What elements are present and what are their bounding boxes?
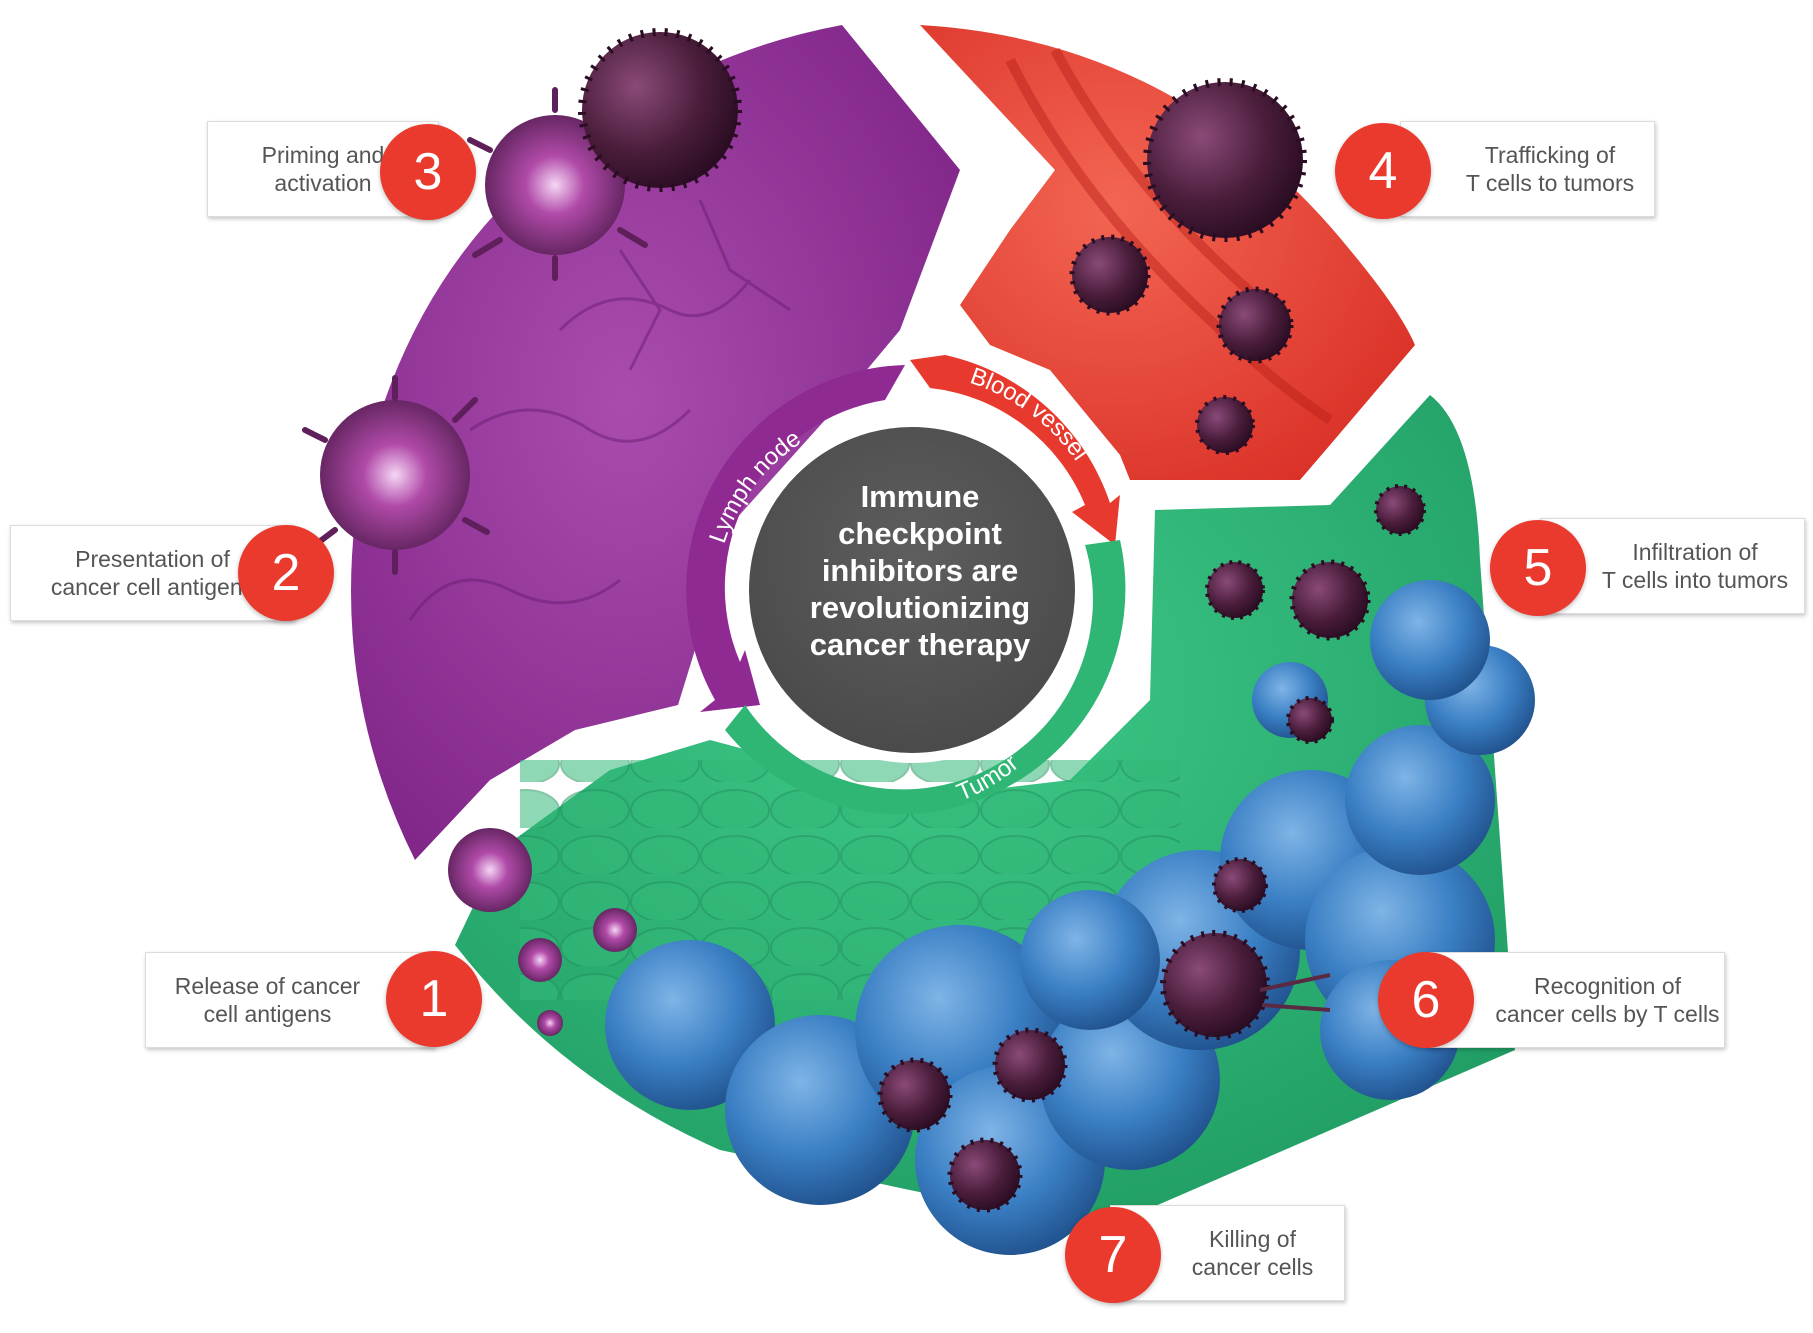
step-5-badge: 5	[1490, 520, 1586, 616]
cancer-cell	[1370, 580, 1490, 700]
t-cell	[1216, 286, 1294, 364]
tumor-tissue-texture	[520, 760, 1180, 1000]
step-3-line-1: Priming and	[261, 142, 385, 168]
step-6-label: Recognition of cancer cells by T cells	[1430, 952, 1725, 1048]
step-7-label: Killing of cancer cells	[1110, 1205, 1345, 1301]
center-disc	[739, 417, 1085, 763]
t-cell	[947, 1137, 1023, 1213]
center-title-line-4: revolutionizing	[809, 590, 1031, 625]
step-5-line-2: T cells into tumors	[1601, 567, 1789, 593]
step-7-line-1: Killing of	[1209, 1226, 1296, 1252]
t-cell	[1205, 560, 1265, 620]
center-title-line-1: Immune	[860, 479, 980, 514]
t-cells	[578, 28, 1426, 1213]
step-1-line-2: cell antigens	[203, 1001, 332, 1027]
dendritic-cell	[448, 828, 637, 1036]
step-6-badge: 6	[1378, 952, 1474, 1048]
t-cell	[1289, 559, 1371, 641]
blood-vessel-wall	[1005, 47, 1333, 425]
center-title-line-3: inhibitors are	[821, 553, 1019, 588]
step-4-badge: 4	[1335, 123, 1431, 219]
step-7-badge: 7	[1065, 1207, 1161, 1303]
lymph-node-texture	[408, 199, 791, 621]
t-cell	[877, 1057, 953, 1133]
step-1-line-1: Release of cancer	[174, 973, 361, 999]
step-6-line-1: Recognition of	[1533, 973, 1682, 999]
blood-vessel-segment	[920, 25, 1415, 480]
tumor-ring-arc	[725, 540, 1126, 815]
center-title-line-2: checkpoint	[838, 516, 1002, 551]
step-3-badge: 3	[380, 124, 476, 220]
t-cell	[992, 1027, 1068, 1103]
step-1-badge: 1	[386, 951, 482, 1047]
cancer-cell-cluster	[605, 580, 1535, 1255]
cancer-cell	[1020, 890, 1160, 1030]
t-cell	[1212, 857, 1268, 913]
center-title: Immune checkpoint inhibitors are revolut…	[755, 478, 1085, 663]
cancer-cell	[1345, 725, 1495, 875]
step-2-line-2: cancer cell antigens	[50, 574, 255, 600]
step-2-badge: 2	[238, 525, 334, 621]
t-cell	[578, 28, 742, 192]
t-cell	[1195, 395, 1255, 455]
center-title-line-5: cancer therapy	[809, 627, 1031, 662]
t-cell	[1069, 234, 1151, 316]
step-2-line-1: Presentation of	[75, 546, 230, 572]
step-4-line-2: T cells to tumors	[1465, 170, 1635, 196]
t-cell	[1286, 696, 1334, 744]
step-4-line-1: Trafficking of	[1484, 142, 1616, 168]
step-4-label: Trafficking of T cells to tumors	[1400, 121, 1655, 217]
dendritic-cell	[302, 375, 490, 575]
lymph-node-ring-arc	[686, 365, 905, 712]
cancer-cell	[605, 940, 775, 1110]
t-cell	[1143, 78, 1307, 242]
blood-vessel-ring-arc	[910, 355, 1120, 545]
t-cell	[1160, 930, 1270, 1040]
step-7-line-2: cancer cells	[1191, 1254, 1314, 1280]
step-3-line-2: activation	[274, 170, 372, 196]
lymph-node-segment	[351, 25, 960, 860]
step-5-line-1: Infiltration of	[1632, 539, 1758, 565]
t-cell	[1374, 484, 1426, 536]
step-6-line-2: cancer cells by T cells	[1495, 1001, 1720, 1027]
